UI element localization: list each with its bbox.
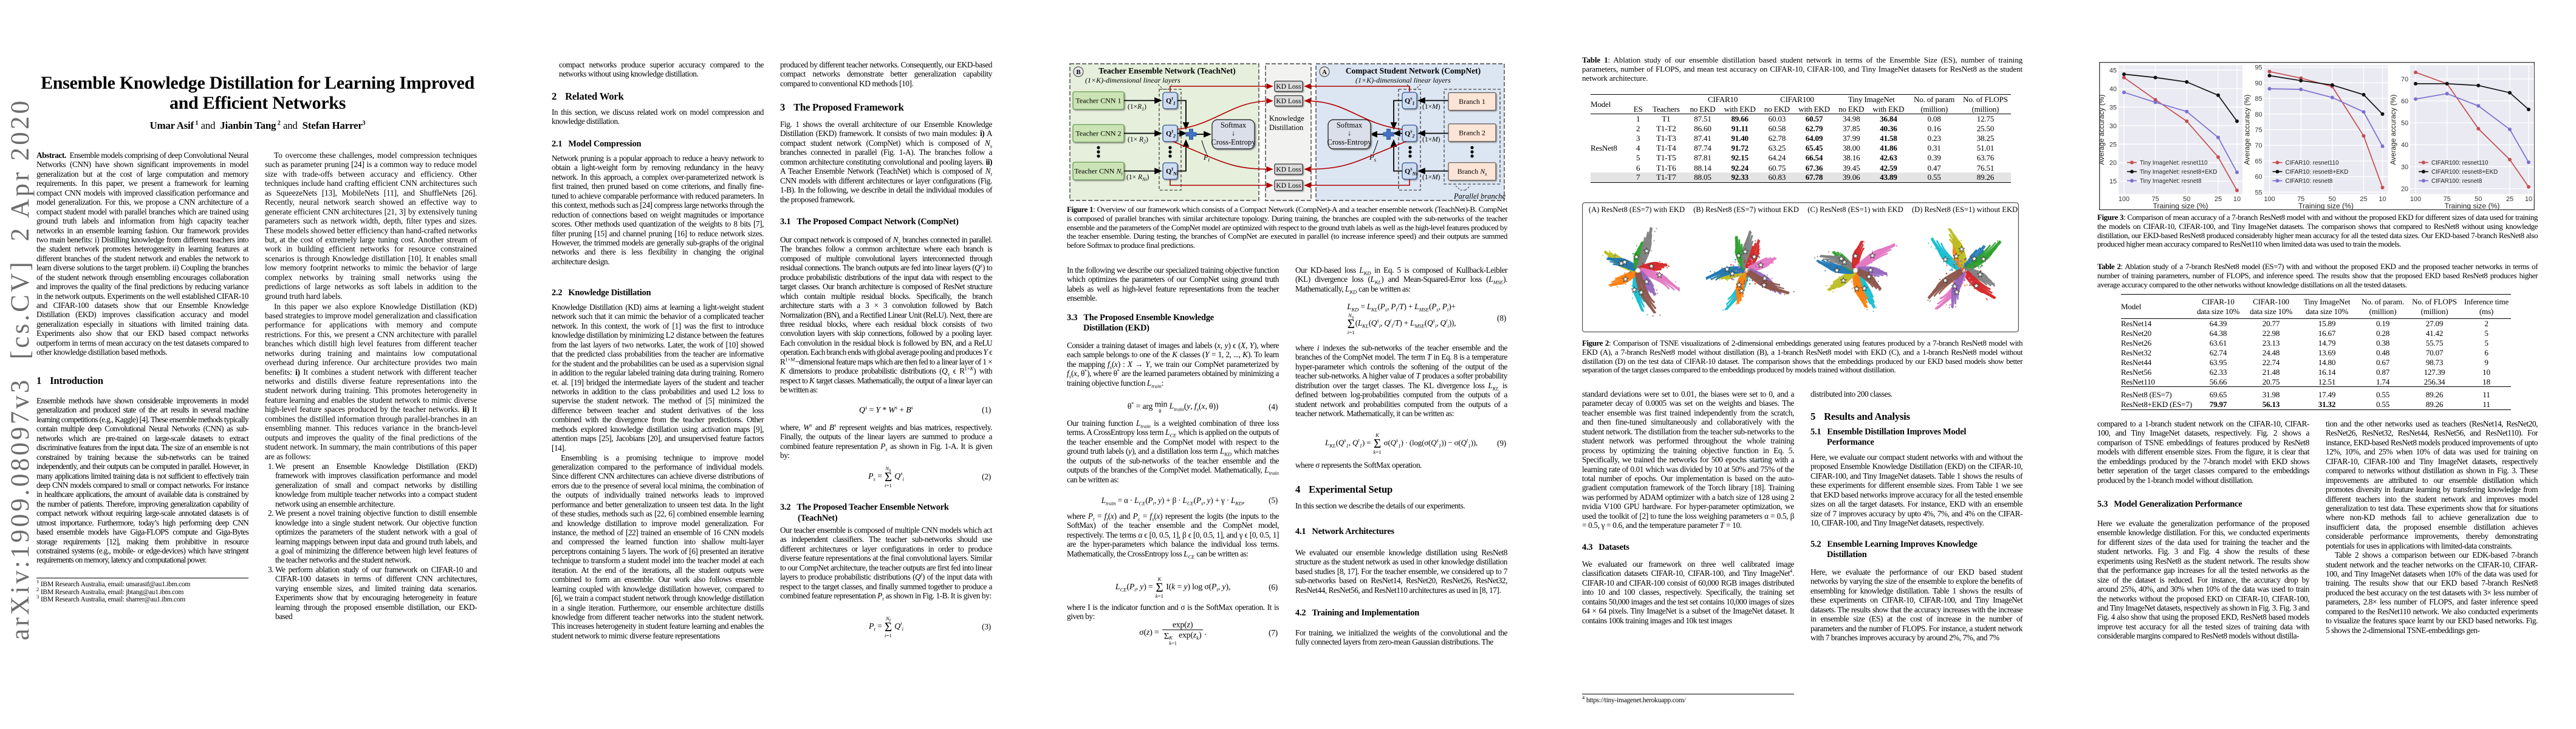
svg-text:20: 20 <box>2109 160 2117 167</box>
svg-text:(1×M): (1×M) <box>1422 136 1440 143</box>
svg-text:Qt2: Qt2 <box>1166 129 1176 139</box>
svg-text:90: 90 <box>2255 80 2262 87</box>
svg-text:60: 60 <box>2401 98 2408 105</box>
svg-text:25: 25 <box>2109 141 2117 148</box>
svg-text:KD Loss: KD Loss <box>1276 83 1301 91</box>
svg-text:35: 35 <box>2109 104 2117 111</box>
svg-text:Softmax: Softmax <box>1221 121 1247 129</box>
svg-text:↓: ↓ <box>1348 129 1351 137</box>
svg-text:Pt: Pt <box>1203 153 1210 163</box>
svg-text:Tiny ImageNet: resnet8+EKD: Tiny ImageNet: resnet8+EKD <box>2140 169 2217 176</box>
svg-text:Knowledge: Knowledge <box>1269 114 1304 123</box>
svg-text:75: 75 <box>2255 127 2262 134</box>
svg-text:Branch 1: Branch 1 <box>1459 97 1485 106</box>
svg-text:45: 45 <box>2109 67 2117 74</box>
svg-text:(B) ResNet8 (ES=7) without EKD: (B) ResNet8 (ES=7) without EKD <box>1693 205 1799 214</box>
svg-text:Teacher CNN 1: Teacher CNN 1 <box>1075 97 1121 105</box>
svg-text:25: 25 <box>2215 196 2222 203</box>
svg-text:80: 80 <box>2255 111 2262 118</box>
svg-text:KD Loss: KD Loss <box>1276 166 1301 174</box>
svg-text:Cross-Entropy: Cross-Entropy <box>1327 138 1372 146</box>
svg-text:Compact Student Network (CompN: Compact Student Network (CompNet) <box>1346 66 1481 75</box>
svg-text:↓: ↓ <box>1231 129 1235 137</box>
svg-text:40: 40 <box>2109 86 2117 93</box>
svg-text:75: 75 <box>2152 196 2159 203</box>
svg-text:(1×M): (1×M) <box>1422 103 1440 111</box>
svg-text:(A) ResNet8 (ES=7) with EKD: (A) ResNet8 (ES=7) with EKD <box>1589 205 1685 214</box>
svg-text:Tiny ImageNet: resnet8: Tiny ImageNet: resnet8 <box>2140 178 2202 185</box>
svg-text:(1×K)-dimensional linear layer: (1×K)-dimensional linear layers <box>1085 76 1180 84</box>
svg-text:(1×K)-dimensional linear layer: (1×K)-dimensional linear layers <box>1355 76 1451 84</box>
svg-text:Teacher CNN 2: Teacher CNN 2 <box>1075 129 1121 138</box>
svg-text:75: 75 <box>2444 196 2451 203</box>
svg-text:Average accuracy (%): Average accuracy (%) <box>2389 95 2397 165</box>
svg-text:(1×R1): (1×R1) <box>1128 103 1146 112</box>
svg-text:50: 50 <box>2183 196 2190 203</box>
svg-text:Teacher CNN Nt: Teacher CNN Nt <box>1074 167 1123 177</box>
svg-text:CIFAR10: resnet8+EKD: CIFAR10: resnet8+EKD <box>2286 169 2349 176</box>
svg-text:Parallel branches: Parallel branches <box>1453 192 1506 200</box>
svg-text:A: A <box>1322 69 1327 76</box>
svg-text:Average accuracy (%): Average accuracy (%) <box>2243 95 2252 165</box>
svg-text:50: 50 <box>2401 120 2408 127</box>
svg-text:10: 10 <box>2233 196 2241 203</box>
svg-text:15: 15 <box>2109 178 2117 185</box>
svg-text:Training size (%): Training size (%) <box>2298 202 2354 210</box>
svg-text:Qs2: Qs2 <box>1405 129 1414 139</box>
svg-text:Distillation: Distillation <box>1269 123 1304 132</box>
svg-text:(D) ResNet8 (ES=1) without EKD: (D) ResNet8 (ES=1) without EKD <box>1912 205 2018 214</box>
svg-text:20: 20 <box>2401 186 2408 193</box>
svg-text:70: 70 <box>2401 76 2408 83</box>
svg-text:(C) ResNet8 (ES=1) with EKD: (C) ResNet8 (ES=1) with EKD <box>1807 205 1903 214</box>
svg-text:(1× R2): (1× R2) <box>1128 136 1148 145</box>
svg-text:50: 50 <box>2329 196 2336 203</box>
svg-text:Branch Ns: Branch Ns <box>1458 167 1487 177</box>
svg-text:Training size (%): Training size (%) <box>2445 202 2500 210</box>
svg-text:100: 100 <box>2264 196 2275 203</box>
svg-text:95: 95 <box>2255 64 2262 72</box>
svg-text:85: 85 <box>2255 95 2262 103</box>
svg-text:CIFAR100: resnet8: CIFAR100: resnet8 <box>2431 178 2482 185</box>
svg-text:100: 100 <box>2410 196 2421 203</box>
svg-text:60: 60 <box>2255 174 2262 181</box>
svg-text:Cross-Entropy: Cross-Entropy <box>1211 138 1256 146</box>
svg-text:CIFAR100: resnet110: CIFAR100: resnet110 <box>2431 160 2489 166</box>
svg-text:75: 75 <box>2297 196 2304 203</box>
svg-text:10: 10 <box>2379 196 2386 203</box>
svg-text:30: 30 <box>2401 163 2408 171</box>
svg-text:KD Loss: KD Loss <box>1276 182 1301 190</box>
svg-text:25: 25 <box>2506 196 2513 203</box>
svg-text:Qt1: Qt1 <box>1166 96 1176 106</box>
svg-text:Softmax: Softmax <box>1337 121 1363 129</box>
svg-text:CIFAR10: resnet8: CIFAR10: resnet8 <box>2286 178 2333 185</box>
svg-text:100: 100 <box>2119 196 2129 203</box>
svg-text:Average accuracy (%): Average accuracy (%) <box>2099 95 2106 165</box>
svg-text:70: 70 <box>2255 142 2262 149</box>
svg-text:30: 30 <box>2109 123 2117 130</box>
svg-text:Training size (%): Training size (%) <box>2153 202 2208 210</box>
svg-text:Branch 2: Branch 2 <box>1459 128 1485 137</box>
svg-text:Teacher Ensemble Network (Teac: Teacher Ensemble Network (TeachNet) <box>1098 66 1236 75</box>
svg-text:65: 65 <box>2255 158 2262 165</box>
svg-text:40: 40 <box>2401 142 2408 149</box>
svg-text:Tiny ImageNet: resnet110: Tiny ImageNet: resnet110 <box>2140 160 2208 166</box>
svg-text:(1×M): (1×M) <box>1422 174 1440 181</box>
svg-text:KD Loss: KD Loss <box>1276 98 1301 105</box>
svg-text:50: 50 <box>2475 196 2482 203</box>
svg-text:55: 55 <box>2255 189 2262 196</box>
svg-text:10: 10 <box>2525 196 2532 203</box>
svg-text:Qs1: Qs1 <box>1405 96 1414 106</box>
svg-text:CIFAR100: resnet8+EKD: CIFAR100: resnet8+EKD <box>2431 169 2498 176</box>
svg-text:B: B <box>1076 69 1081 76</box>
svg-text:CIFAR10: resnet110: CIFAR10: resnet110 <box>2286 160 2340 166</box>
svg-text:25: 25 <box>2360 196 2367 203</box>
